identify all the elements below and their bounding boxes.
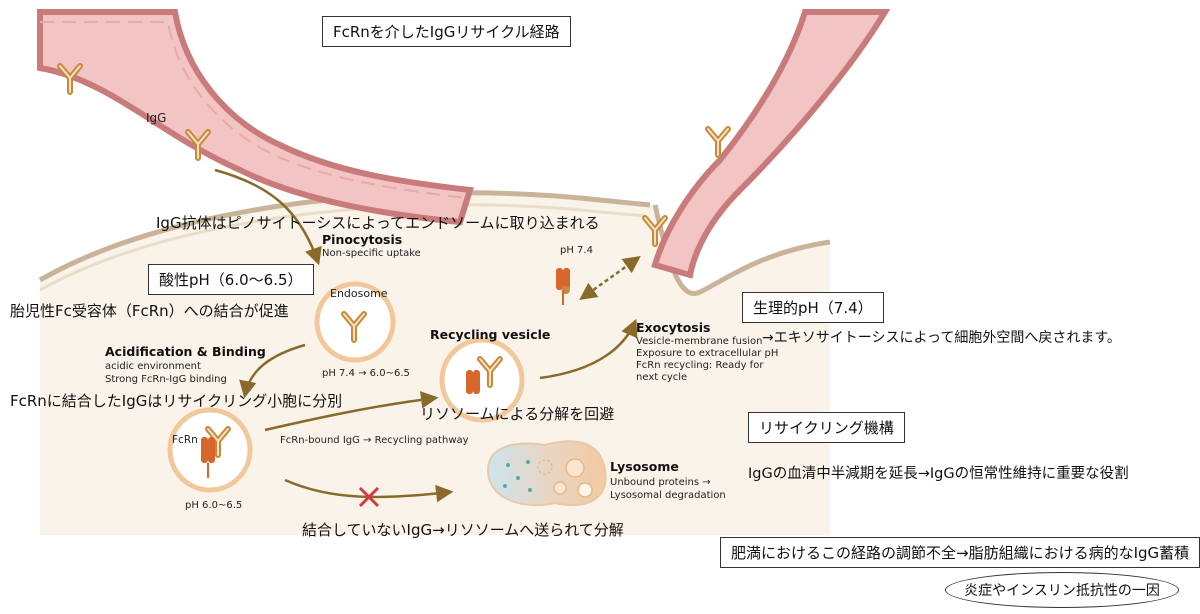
annotation-exocytosis: →エキソサイトーシスによって細胞外空間へ戻されます。	[762, 330, 1121, 346]
exocytosis-title: Exocytosis	[636, 320, 711, 335]
pinocytosis-subtitle: Non-specific uptake	[322, 248, 421, 259]
right-blood-vessel	[651, 9, 891, 279]
annotation-obesity-box: 肥満におけるこの経路の調節不全→脂肪組織における病的なIgG蓄積	[720, 537, 1200, 568]
blocked-x-icon	[358, 486, 380, 508]
pinocytosis-arrow	[214, 168, 322, 266]
endosome-ph: pH 7.4 → 6.0~6.5	[322, 368, 410, 379]
annotation-recycling-box: リサイクリング機構	[748, 412, 905, 443]
fcrn-ph: pH 6.0~6.5	[185, 500, 243, 511]
endosome-label: Endosome	[330, 287, 388, 300]
cell-membrane	[38, 190, 651, 283]
lysosome-title: Lysosome	[610, 459, 679, 474]
pinocytosis-title: Pinocytosis	[322, 232, 403, 247]
igg-label: IgG	[146, 111, 167, 125]
fcrn-bound-label: FcRn-bound IgG → Recycling pathway	[280, 435, 469, 446]
annotation-fcrn-binding: 胎児性Fc受容体（FcRn）への結合が促進	[10, 302, 289, 320]
annotation-sorting: FcRnに結合したIgGはリサイクリング小胞に分別	[10, 392, 343, 410]
annotation-halflife: IgGの血清中半減期を延長→IgGの恒常性維持に重要な役割	[748, 466, 1129, 482]
lysosome	[486, 440, 607, 507]
annotation-physiological-box: 生理的pH（7.4）	[742, 292, 884, 323]
acidification-line-2: Strong FcRn-IgG binding	[105, 374, 227, 385]
lysosome-line-1: Unbound proteins →	[610, 477, 711, 488]
annotation-inflammation-oval: 炎症やインスリン抵抗性の一因	[945, 572, 1179, 608]
diagram-title: FcRnを介したIgGリサイクル経路	[322, 16, 571, 47]
lysosome-line-2: Lysosomal degradation	[610, 490, 726, 501]
annotation-unbound: 結合していないIgG→リソソームへ送られて分解	[302, 521, 624, 539]
exocytosis-line-3: FcRn recycling: Ready for	[636, 360, 764, 371]
fcrn-label: FcRn	[172, 434, 198, 446]
annotation-pinocytosis: IgG抗体はピノサイトーシスによってエンドソームに取り込まれる	[156, 214, 600, 232]
recycling-vesicle-title: Recycling vesicle	[430, 327, 551, 342]
annotation-avoid-degradation: リソソームによる分解を回避	[420, 405, 615, 423]
left-blood-vessel	[37, 9, 474, 226]
exocytosis-line-2: Exposure to extracellular pH	[636, 348, 779, 359]
acidification-line-1: acidic environment	[105, 361, 201, 372]
acidification-title: Acidification & Binding	[105, 344, 266, 359]
exocytosis-line-4: next cycle	[636, 372, 688, 383]
annotation-acidic-box: 酸性pH（6.0〜6.5）	[148, 264, 314, 295]
ph-74-label: pH 7.4	[560, 245, 593, 256]
exocytosis-line-1: Vesicle-membrane fusion	[636, 336, 763, 347]
